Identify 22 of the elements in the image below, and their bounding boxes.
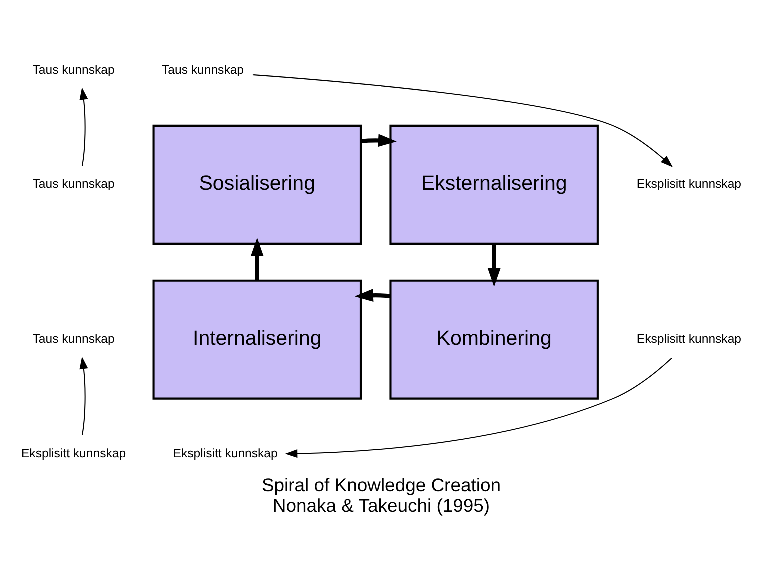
arrow [80,356,88,436]
node-text: Taus kunnskap [162,62,244,77]
diagram-title: Spiral of Knowledge Creation [262,474,502,496]
arrow [252,74,674,168]
node-text: Eksplisitt kunnskap [21,446,126,460]
arrow [80,88,88,166]
node-text: Eksplisitt kunnskap [636,177,742,192]
node-box: Kombinering [390,280,599,400]
node-text: Taus kunnskap [32,332,115,346]
arrow [285,358,672,458]
arrow [250,238,264,281]
node-text: Taus kunnskap [32,62,115,77]
node-text: Eksplisitt kunnskap [636,332,742,346]
node-box: Internalisering [152,280,362,400]
node-box: Sosialisering [152,124,362,245]
caption: Nonaka & Takeuchi (1995) [272,495,490,516]
node-text: Taus kunnskap [32,177,115,192]
arrow [360,134,397,148]
arrow [488,244,501,287]
arrow [354,289,391,302]
node-box: Eksternalisering [390,124,599,245]
node-text: Eksplisitt kunnskap [173,446,278,460]
